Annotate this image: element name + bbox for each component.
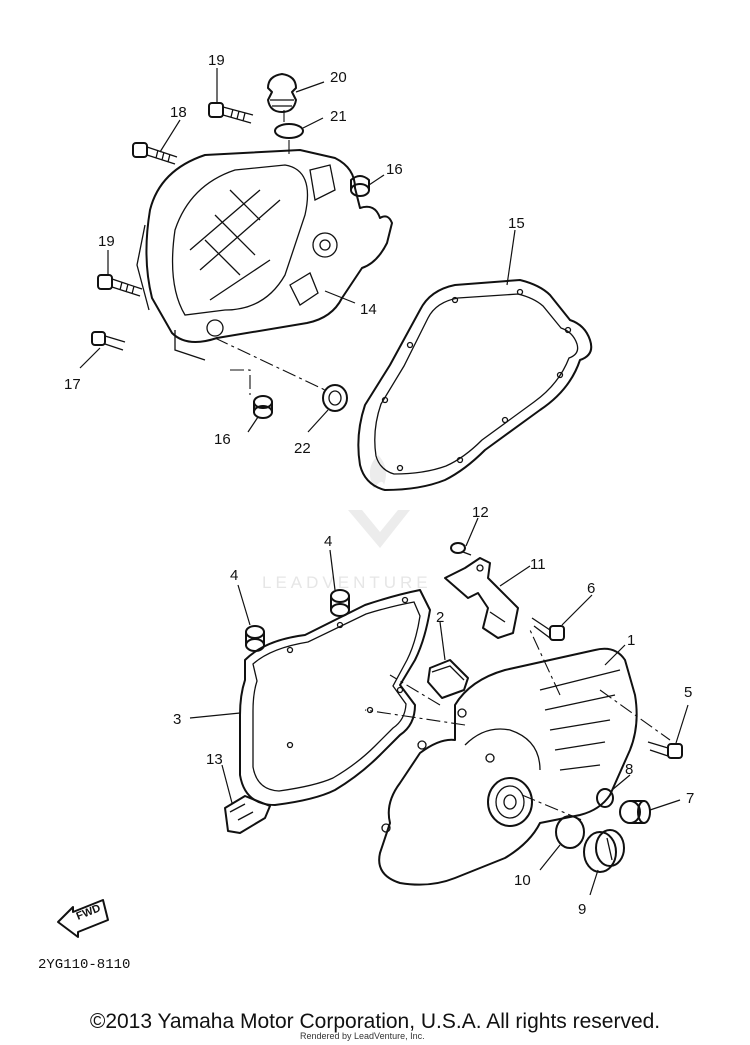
callout-5: 5 [684, 684, 692, 701]
callout-13: 13 [206, 751, 223, 768]
callout-16-bottom: 16 [214, 431, 231, 448]
callout-14: 14 [360, 301, 377, 318]
callout-19-left: 19 [98, 233, 115, 250]
callout-12: 12 [472, 504, 489, 521]
bolt-12 [450, 517, 479, 556]
callout-4-left: 4 [230, 567, 238, 584]
fwd-arrow-icon: FWD [57, 899, 109, 938]
o-ring-21 [274, 117, 324, 139]
callout-9: 9 [578, 901, 586, 918]
dowel-pin-16-top [350, 174, 385, 197]
callout-16-top: 16 [386, 161, 403, 178]
bolt-17 [79, 331, 126, 369]
crankcase-cover-left [378, 644, 638, 886]
bolt-6 [531, 594, 593, 641]
callout-20: 20 [330, 69, 347, 86]
watermark-text: LEADVENTURE [262, 573, 432, 592]
callout-15: 15 [508, 215, 525, 232]
part-14-leader [324, 290, 356, 304]
bracket-11 [444, 557, 531, 639]
callout-11: 11 [530, 556, 546, 573]
bolt-19-top [208, 68, 254, 124]
filler-plug-20 [267, 73, 325, 113]
bolt-18 [132, 119, 181, 165]
callout-3: 3 [173, 711, 181, 728]
bolt-5 [647, 704, 689, 759]
plug-9 [583, 829, 625, 896]
rendered-by-notice: Rendered by LeadVenture, Inc. [300, 1031, 425, 1041]
bracket-13 [221, 764, 271, 834]
o-ring-10 [539, 815, 585, 871]
callout-6: 6 [587, 580, 595, 597]
copyright-notice: ©2013 Yamaha Motor Corporation, U.S.A. A… [89, 1010, 661, 1033]
callout-10: 10 [514, 872, 531, 889]
callout-1: 1 [627, 632, 635, 649]
dowel-pin-4-right [329, 549, 350, 617]
bolt-19-left [97, 250, 143, 297]
callout-labels: 1 2 3 4 4 5 6 7 8 9 10 11 12 13 14 15 16… [64, 52, 694, 918]
callout-4-right: 4 [324, 533, 332, 550]
fwd-label: FWD [75, 902, 103, 923]
part-2-plate [427, 621, 469, 699]
callout-22: 22 [294, 440, 311, 457]
callout-7: 7 [686, 790, 694, 807]
callout-8: 8 [625, 761, 633, 778]
plug-7 [619, 799, 681, 824]
crankcase-cover-right [136, 149, 393, 361]
callout-19-top: 19 [208, 52, 225, 69]
gasket-3 [189, 589, 431, 806]
leadventure-watermark: LEADVENTURE [262, 455, 432, 592]
o-ring-8 [596, 774, 631, 808]
gasket-15 [357, 229, 593, 491]
oil-seal-22 [307, 384, 348, 433]
callout-21: 21 [330, 108, 347, 125]
callout-17: 17 [64, 376, 81, 393]
callout-18: 18 [170, 104, 187, 121]
dowel-pin-16-bottom [247, 395, 273, 433]
diagram-code: 2YG110-8110 [38, 957, 130, 973]
dowel-pin-4-left [237, 584, 265, 652]
callout-2: 2 [436, 609, 444, 626]
parts-diagram: LEADVENTURE [38, 52, 694, 973]
